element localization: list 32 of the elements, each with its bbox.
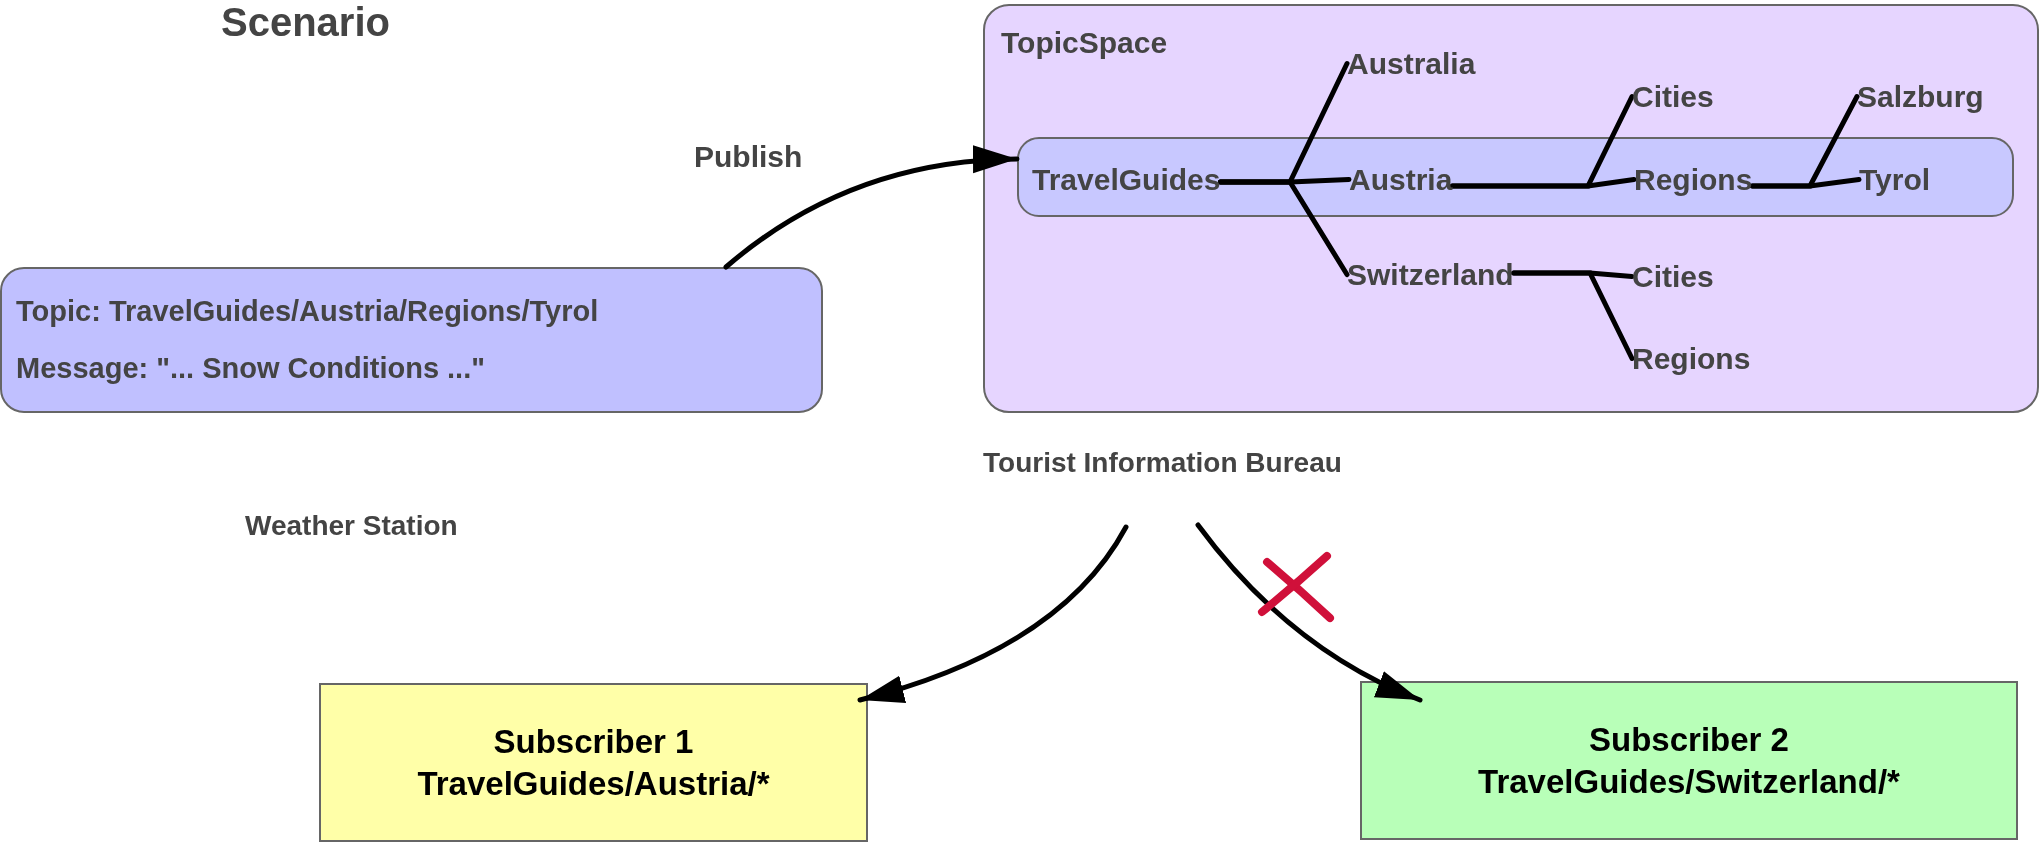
tree-line xyxy=(1511,270,1635,361)
message-box xyxy=(0,267,823,413)
caption-text: Weather Station xyxy=(245,510,458,542)
tree-label: Tyrol xyxy=(1859,163,1931,196)
body-text: TravelGuides/Switzerland/* xyxy=(1478,761,1900,802)
tree-label: Regions xyxy=(1632,342,1751,375)
message-text: Message: "... Snow Conditions ..." xyxy=(16,351,486,387)
tree-line xyxy=(1449,177,1637,189)
highlight-band xyxy=(1017,137,2014,217)
tree-label: Austria xyxy=(1349,163,1453,196)
title: Scenario xyxy=(221,0,390,45)
topic-space-panel xyxy=(983,4,2039,413)
heading-text: Subscriber 2 xyxy=(1589,720,1789,761)
tree-label: Cities xyxy=(1632,260,1714,293)
message-text: Topic: TravelGuides/Austria/Regions/Tyrol xyxy=(16,294,600,330)
subscriber-box xyxy=(319,683,868,842)
tree-label: TravelGuides xyxy=(1032,163,1221,196)
tree-line xyxy=(1749,177,1862,189)
subscriber-box xyxy=(1360,681,2018,840)
arrow xyxy=(723,146,1020,270)
tree-label: Regions xyxy=(1634,163,1753,196)
heading-text: TopicSpace xyxy=(1001,25,1169,61)
tree-label: Salzburg xyxy=(1857,80,1984,113)
caption-text: Tourist Information Bureau xyxy=(983,447,1342,479)
body-text: TravelGuides/Austria/* xyxy=(417,763,770,804)
arrow xyxy=(857,524,1129,703)
heading-text: Subscriber 1 xyxy=(493,722,694,763)
tree-label: Switzerland xyxy=(1347,258,1514,291)
arrow xyxy=(1195,522,1423,703)
tree-label: Cities xyxy=(1632,80,1714,113)
tree-line xyxy=(1217,179,1350,277)
tree-label: Australia xyxy=(1347,47,1476,80)
